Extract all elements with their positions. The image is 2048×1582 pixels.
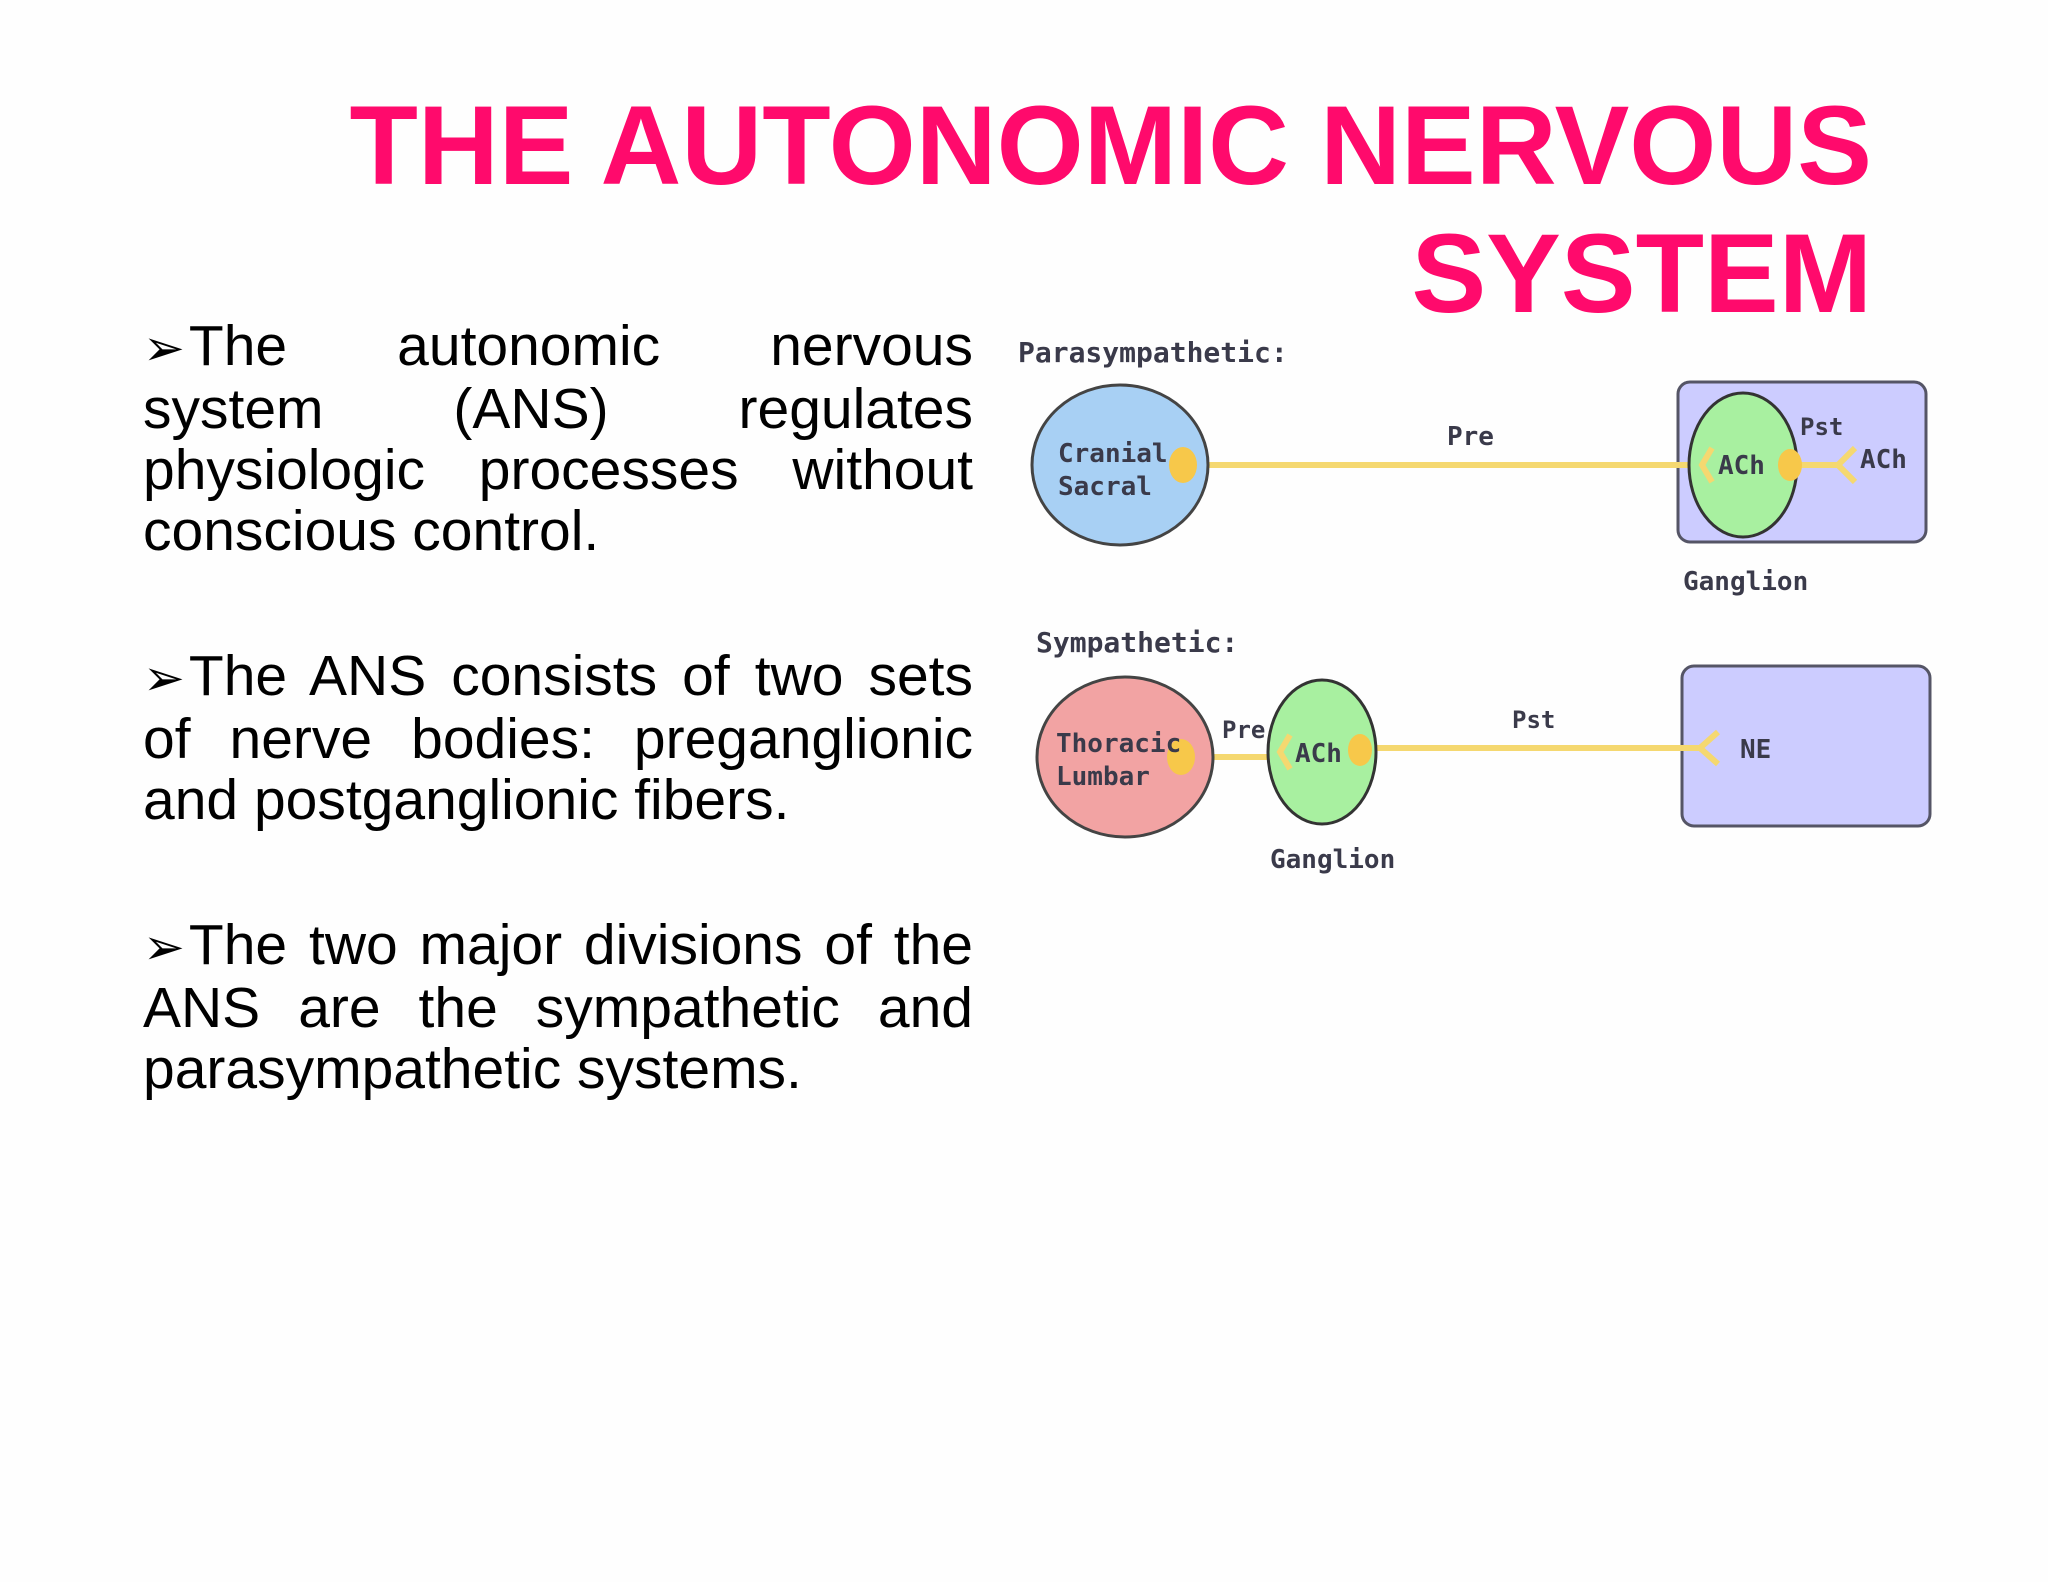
arrow-bullet-icon: ➢ [143,319,185,377]
sympathetic-post-label: Pst [1512,706,1555,734]
parasympathetic-pre-label: Pre [1447,422,1494,452]
parasympathetic-ganglion-transmitter: ACh [1718,451,1765,481]
parasympathetic-target-receptor-icon [1833,445,1858,485]
thoracic-label: Thoracic [1056,729,1181,759]
sympathetic-ganglion-receptor-icon [1276,733,1293,771]
bullet-text: The autonomic nervous system (ANS) regul… [143,314,973,563]
bullet-list: ➢The autonomic nervous system (ANS) regu… [143,316,973,1184]
bullet-text: The ANS consists of two sets of nerve bo… [143,644,973,832]
ans-diagram-svg: Parasympathetic: Cranial Sacral Pre ACh … [1018,336,1932,875]
cranial-label: Cranial [1058,439,1168,469]
arrow-bullet-icon: ➢ [143,649,185,707]
parasympathetic-target-transmitter: ACh [1860,445,1907,475]
sympathetic-ganglion [1266,678,1378,826]
sympathetic-pre-label: Pre [1222,716,1265,744]
parasympathetic-post-label: Pst [1800,413,1843,441]
sympathetic-ganglion-label: Ganglion [1270,845,1395,875]
sympathetic-heading: Sympathetic: [1036,626,1238,659]
bullet-item: ➢The two major divisions of the ANS are … [143,915,973,1100]
sacral-label: Sacral [1058,472,1152,502]
parasympathetic-origin-synapse [1169,447,1197,483]
ans-diagram: Parasympathetic: Cranial Sacral Pre ACh … [1000,320,1960,920]
bullet-text: The two major divisions of the ANS are t… [143,913,973,1101]
parasympathetic-ganglion-synapse [1778,449,1802,481]
cranial-sacral-origin [1030,383,1210,547]
sympathetic-target-box [1680,664,1932,828]
parasympathetic-ganglion-receptor-icon [1698,446,1715,484]
parasympathetic-heading: Parasympathetic: [1018,336,1288,369]
thoracic-lumbar-origin [1035,675,1215,839]
bullet-item: ➢The autonomic nervous system (ANS) regu… [143,316,973,562]
lumbar-label: Lumbar [1056,762,1150,792]
sympathetic-origin-synapse [1167,739,1195,775]
sympathetic-target-receptor-icon [1695,729,1720,767]
sympathetic-target-transmitter: NE [1740,735,1771,765]
parasympathetic-ganglion-label: Ganglion [1683,567,1808,597]
sympathetic-ganglion-transmitter: ACh [1295,739,1342,769]
slide-title: THE AUTONOMIC NERVOUS SYSTEM [349,83,1873,336]
bullet-item: ➢The ANS consists of two sets of nerve b… [143,646,973,831]
arrow-bullet-icon: ➢ [143,918,185,976]
sympathetic-ganglion-synapse [1348,734,1372,766]
